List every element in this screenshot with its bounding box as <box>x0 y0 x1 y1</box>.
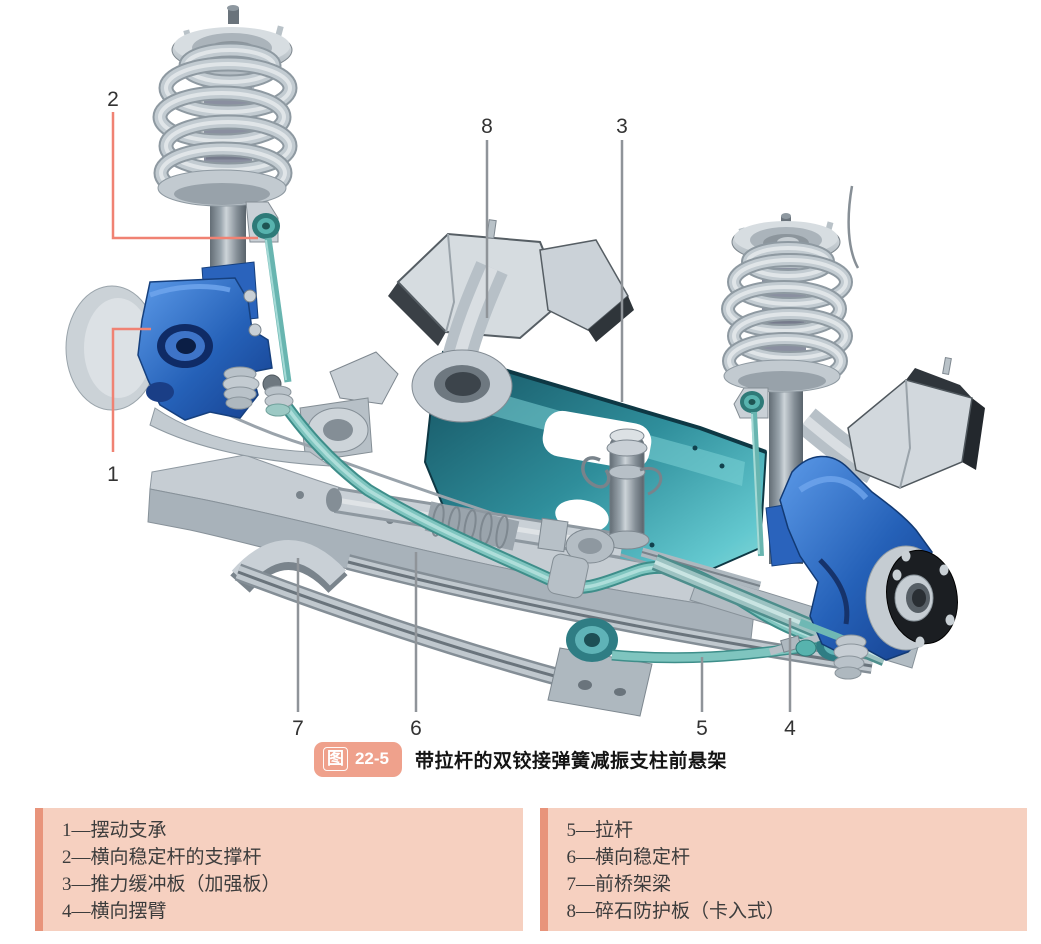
legend-item-8: 8—碎石防护板（卡入式） <box>566 901 786 922</box>
legend-item-5: 5—拉杆 <box>566 820 634 841</box>
right-coil-spring <box>721 241 853 390</box>
callout-6: 6 <box>410 717 422 740</box>
legend-item-2: 2—横向稳定杆的支撑杆 <box>62 847 262 868</box>
callout-4: 4 <box>784 717 796 740</box>
right-ball-joint-boots <box>833 634 869 680</box>
left-swivel-bearing <box>65 261 332 467</box>
figure-caption: 带拉杆的双铰接弹簧减振支柱前悬架 <box>415 750 728 772</box>
legend-box-right: 5—拉杆 6—横向稳定杆 7—前桥架梁 8—碎石防护板（卡入式） <box>539 808 1027 931</box>
legend-item-1: 1—摆动支承 <box>62 820 167 841</box>
callout-5: 5 <box>696 717 708 740</box>
legend-item-6: 6—横向稳定杆 <box>566 847 691 868</box>
right-strut <box>721 213 853 564</box>
legend-row: 1—摆动支承 2—横向稳定杆的支撑杆 3—推力缓冲板（加强板） 4—横向摆臂 5… <box>35 808 1027 931</box>
right-stabilizer-link <box>751 411 764 557</box>
callout-7: 7 <box>292 717 304 740</box>
left-ball-joint-boots <box>222 366 294 417</box>
callout-numbers: 2 1 8 3 7 6 5 4 <box>107 88 796 740</box>
callout-3: 3 <box>616 115 628 138</box>
figure-badge-number: 22-5 <box>354 749 389 768</box>
figure-badge-prefix: 图 <box>322 746 348 771</box>
callout-2: 2 <box>107 88 119 111</box>
callout-1: 1 <box>107 463 119 486</box>
leader-2 <box>111 112 258 240</box>
callout-leaders <box>111 112 792 712</box>
right-splash-guard-bracket <box>796 185 985 489</box>
figure-caption-row: 图 22-5 带拉杆的双铰接弹簧减振支柱前悬架 <box>0 741 1041 777</box>
legend-box-left: 1—摆动支承 2—横向稳定杆的支撑杆 3—推力缓冲板（加强板） 4—横向摆臂 <box>35 808 523 931</box>
leader-1 <box>111 327 151 452</box>
legend-item-7: 7—前桥架梁 <box>566 874 672 895</box>
callout-8: 8 <box>481 115 493 138</box>
legend-item-3: 3—推力缓冲板（加强板） <box>62 874 281 895</box>
suspension-illustration: 2 1 8 3 7 6 5 4 <box>65 5 985 740</box>
legend-item-4: 4—横向摆臂 <box>62 901 167 922</box>
left-stabilizer-link <box>264 237 292 383</box>
right-knuckle-hub <box>765 455 958 680</box>
figure-badge: 图 22-5 <box>313 741 402 777</box>
figure-area: 2 1 8 3 7 6 5 4 <box>65 5 985 740</box>
